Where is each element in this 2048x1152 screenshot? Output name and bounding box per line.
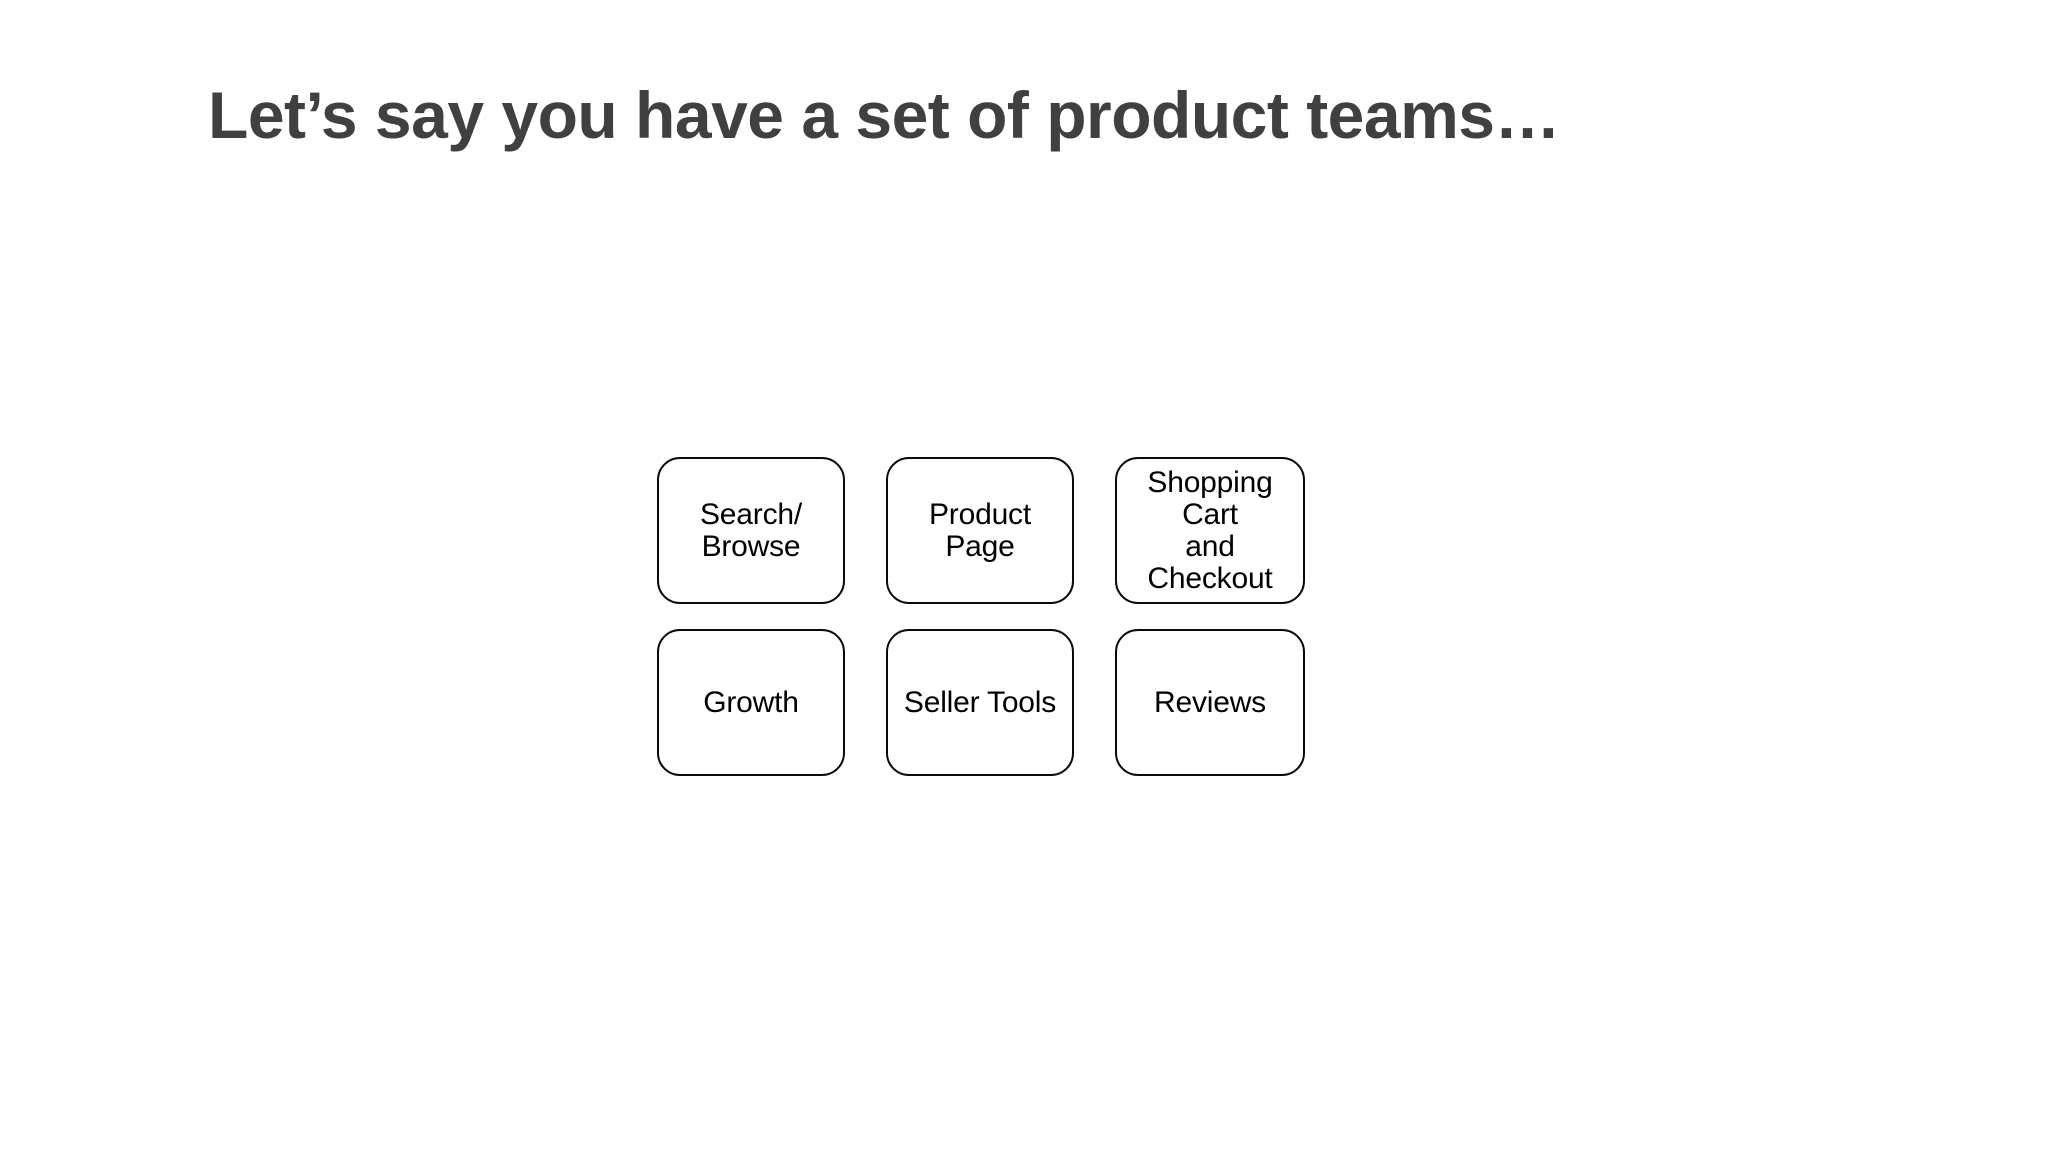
team-box-label: Seller Tools [903,685,1057,719]
team-box-product-page[interactable]: Product Page [886,457,1074,604]
team-box-growth[interactable]: Growth [657,629,845,776]
team-box-seller-tools[interactable]: Seller Tools [886,629,1074,776]
team-box-label: Shopping Cart and Checkout [1147,465,1273,595]
team-box-label: Reviews [1154,685,1266,719]
team-box-search-browse[interactable]: Search/ Browse [657,457,845,604]
page-title: Let’s say you have a set of product team… [208,78,1560,152]
team-box-reviews[interactable]: Reviews [1115,629,1305,776]
team-box-label: Product Page [929,497,1031,563]
team-grid: Search/ Browse Product Page Shopping Car… [657,457,1305,776]
team-box-shopping-cart[interactable]: Shopping Cart and Checkout [1115,457,1305,604]
team-box-label: Growth [703,685,799,719]
team-box-label: Search/ Browse [700,497,802,563]
